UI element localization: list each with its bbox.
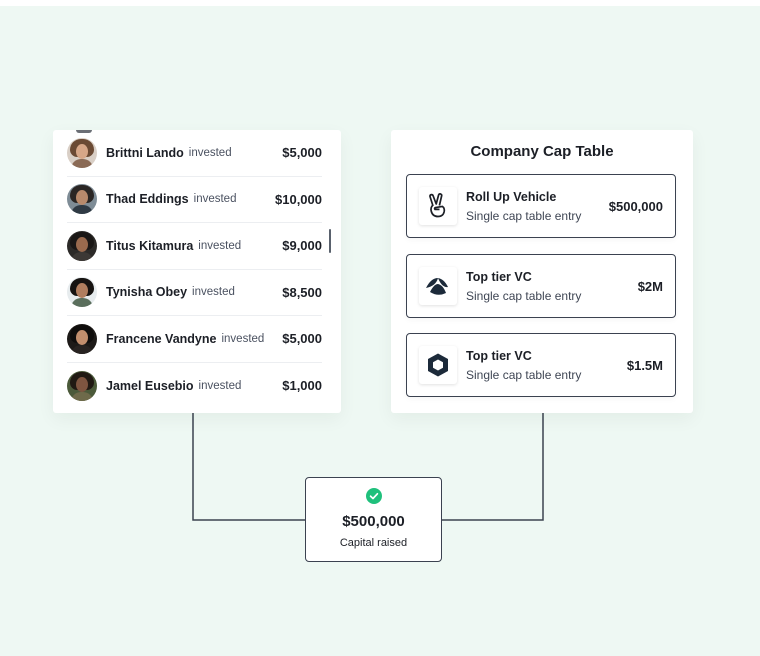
avatar <box>67 184 97 215</box>
cap-table-entry[interactable]: Roll Up Vehicle Single cap table entry $… <box>406 174 676 238</box>
entry-amount: $500,000 <box>608 198 663 214</box>
cap-table-card: Company Cap Table Roll Up Vehicle Single… <box>391 130 693 413</box>
list-item[interactable]: Brittni Lando invested $5,000 <box>67 130 322 177</box>
entry-subtitle: Single cap table entry <box>466 288 582 303</box>
capital-raised-amount: $500,000 <box>342 513 405 530</box>
investor-verb: invested <box>188 146 232 159</box>
cap-table-title: Company Cap Table <box>470 143 614 160</box>
investor-amount: $5,000 <box>282 331 322 347</box>
investor-name: Brittni Lando <box>106 145 184 160</box>
cap-table-entry[interactable]: Top tier VC Single cap table entry $2M <box>406 254 676 318</box>
investor-amount: $9,000 <box>282 238 322 254</box>
investor-amount: $8,500 <box>282 284 322 300</box>
list-item[interactable]: Jamel Eusebio invested $1,000 <box>67 363 322 410</box>
entry-amount: $2M <box>637 278 663 294</box>
avatar <box>67 277 97 308</box>
investor-verb: invested <box>198 379 242 392</box>
scrollbar-thumb[interactable] <box>329 229 331 253</box>
investor-name: Jamel Eusebio <box>106 378 194 393</box>
investor-verb: invested <box>198 239 242 252</box>
investor-amount: $1,000 <box>282 378 322 394</box>
check-circle-icon <box>366 488 382 504</box>
investor-list-card: Brittni Lando invested $5,000 Thad Eddin… <box>53 130 341 413</box>
list-item[interactable]: Francene Vandyne invested $5,000 <box>67 316 322 363</box>
list-item[interactable]: Tynisha Obey invested $8,500 <box>67 270 322 316</box>
investor-list: Brittni Lando invested $5,000 Thad Eddin… <box>53 130 341 409</box>
list-item[interactable]: Thad Eddings invested $10,000 <box>67 177 322 223</box>
hexagon-logo-icon <box>419 346 457 384</box>
capital-raised-card: $500,000 Capital raised <box>305 477 442 562</box>
connector-left <box>192 413 305 521</box>
entry-amount: $1.5M <box>626 357 663 373</box>
entry-name: Roll Up Vehicle <box>466 189 557 204</box>
list-item[interactable]: Titus Kitamura invested $9,000 <box>67 223 322 270</box>
avatar <box>67 323 97 354</box>
connector-right <box>442 413 544 521</box>
leaf-logo-icon <box>419 267 457 305</box>
entry-name: Top tier VC <box>466 269 532 284</box>
investor-amount: $5,000 <box>282 145 322 161</box>
cap-table-entry[interactable]: Top tier VC Single cap table entry $1.5M <box>406 333 676 397</box>
investor-amount: $10,000 <box>275 191 322 207</box>
investor-verb: invested <box>221 332 265 345</box>
entry-subtitle: Single cap table entry <box>466 367 582 382</box>
avatar <box>67 230 97 261</box>
avatar <box>67 370 97 401</box>
capital-raised-label: Capital raised <box>339 537 408 549</box>
avatar <box>67 137 97 168</box>
entry-subtitle: Single cap table entry <box>466 208 582 223</box>
investor-name: Titus Kitamura <box>106 238 194 253</box>
investor-name: Francene Vandyne <box>106 331 217 346</box>
entry-name: Top tier VC <box>466 348 532 363</box>
investor-verb: invested <box>192 286 235 299</box>
investor-verb: invested <box>193 193 237 206</box>
avatar-partial <box>76 130 92 133</box>
victory-hand-icon <box>419 187 457 225</box>
investor-name: Thad Eddings <box>106 192 189 207</box>
investor-name: Tynisha Obey <box>106 285 188 300</box>
